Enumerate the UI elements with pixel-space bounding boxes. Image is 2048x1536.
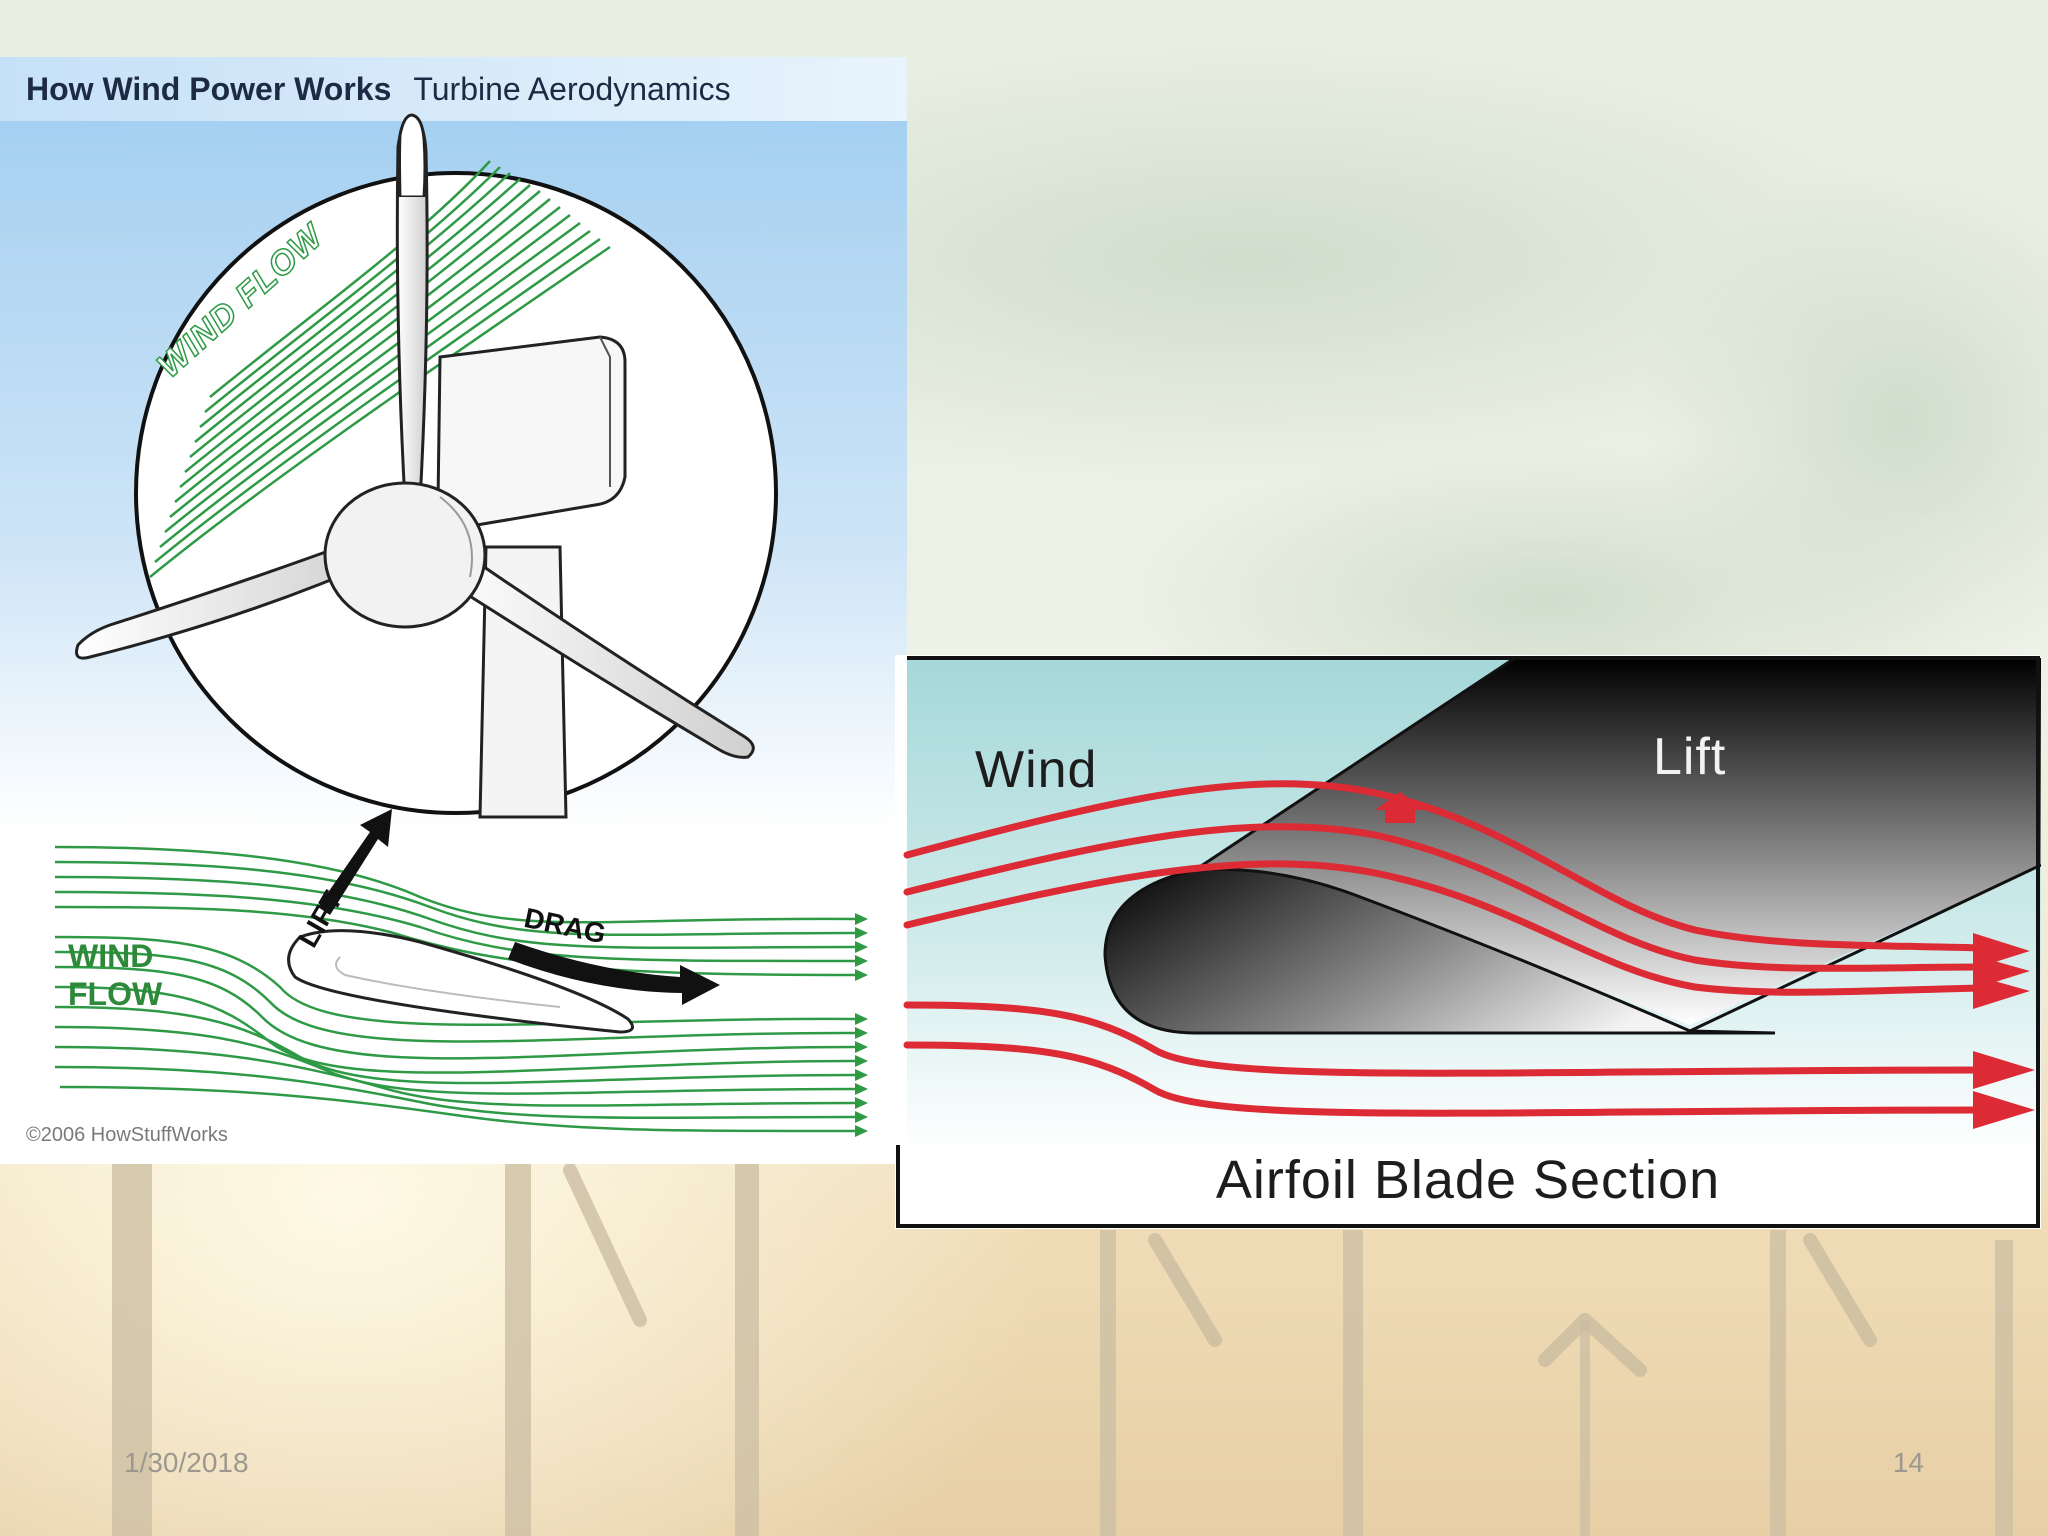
lift-label: Lift [1653,728,1727,786]
wind-flow-label-line1: WIND [68,938,154,974]
turbine-aerodynamics-diagram: How Wind Power Works Turbine Aerodynamic… [0,57,907,1164]
wind-flow-label-line2: FLOW [68,976,163,1012]
airfoil-caption: Airfoil Blade Section [1215,1150,1721,1210]
wind-flow-label: WIND FLOW [68,937,162,1013]
slide-date: 1/30/2018 [124,1447,249,1478]
slide-number: 14 [1892,1447,1924,1478]
blade-tip-overlay [398,113,427,197]
wind-label: Wind [975,741,1098,799]
diagram-header: How Wind Power Works Turbine Aerodynamic… [26,69,731,109]
airfoil-illustration [895,655,2041,1229]
airfoil-blade-section-diagram: Wind Lift Airfoil Blade Section [895,655,2041,1229]
turbine-illustration [0,57,907,1164]
copyright: ©2006 HowStuffWorks [26,1124,228,1146]
header-subtitle: Turbine Aerodynamics [413,70,731,107]
header-title: How Wind Power Works [26,70,392,107]
